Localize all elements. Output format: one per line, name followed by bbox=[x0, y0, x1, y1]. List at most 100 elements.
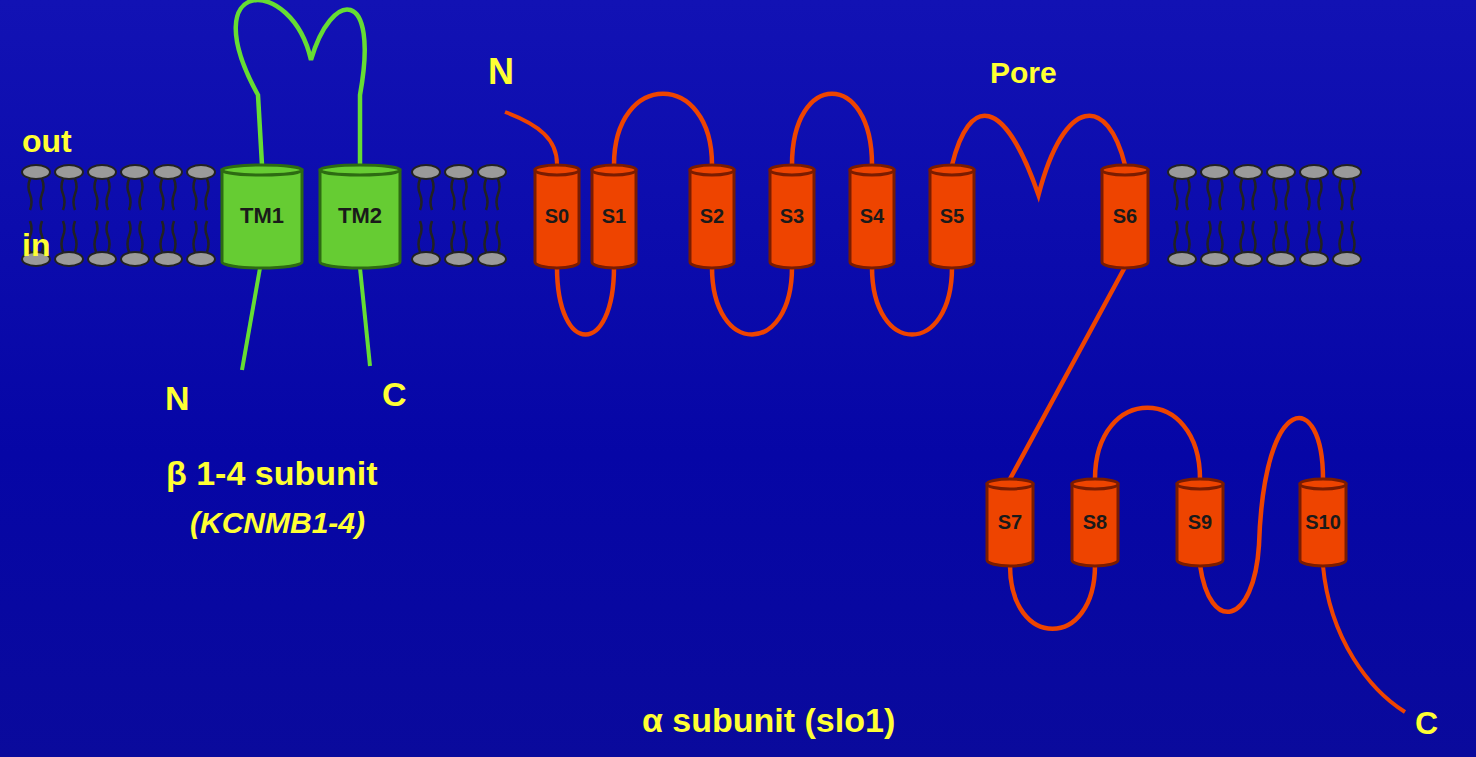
lipid-tail bbox=[419, 221, 422, 252]
lipid-tail bbox=[452, 179, 455, 210]
lipid-tail bbox=[1220, 179, 1223, 210]
lipid-head bbox=[1333, 165, 1361, 179]
cylinder-top bbox=[320, 165, 400, 175]
lipid-tail bbox=[1307, 179, 1310, 210]
cylinder-body bbox=[1102, 170, 1148, 268]
loop-connector bbox=[1095, 408, 1200, 479]
lipid-tail bbox=[1187, 179, 1190, 210]
terminus-label: N bbox=[488, 52, 514, 92]
lipid-tail bbox=[1187, 221, 1190, 252]
lipid-tail bbox=[62, 179, 65, 210]
cylinder-top bbox=[987, 479, 1033, 489]
lipid-tail bbox=[194, 221, 197, 252]
cylinder-top bbox=[1072, 479, 1118, 489]
helix-segment: S6 bbox=[1100, 164, 1150, 268]
lipid-tail bbox=[1340, 179, 1343, 210]
cylinder-body bbox=[690, 170, 734, 268]
segment-label: S7 bbox=[998, 511, 1022, 534]
lipid-tail bbox=[464, 221, 467, 252]
cylinder-body bbox=[320, 170, 400, 268]
cylinder-body bbox=[222, 170, 302, 268]
lipid-tail bbox=[1241, 221, 1244, 252]
cylinder-body bbox=[930, 170, 974, 268]
lipid-head bbox=[154, 252, 182, 266]
cylinder-body bbox=[592, 170, 636, 268]
lipid-tail bbox=[1220, 221, 1223, 252]
helix-segment: TM2 bbox=[318, 164, 402, 268]
lipid-tail bbox=[173, 221, 176, 252]
cylinder-top bbox=[1102, 165, 1148, 175]
loop-connector bbox=[952, 116, 1125, 195]
lipid-tail bbox=[1175, 221, 1178, 252]
lipid-head bbox=[121, 252, 149, 266]
lipid-tail bbox=[431, 221, 434, 252]
segment-label: S0 bbox=[545, 205, 569, 228]
region-label: Pore bbox=[990, 56, 1057, 89]
lipid-head bbox=[1201, 165, 1229, 179]
terminus-label: C bbox=[1415, 706, 1438, 741]
lipid-head bbox=[1234, 252, 1262, 266]
segment-label: S4 bbox=[860, 205, 884, 228]
cylinder-body bbox=[1072, 484, 1118, 566]
segment-label: S6 bbox=[1113, 205, 1137, 228]
c-terminus-tail bbox=[1323, 566, 1405, 712]
lipid-head bbox=[1300, 165, 1328, 179]
lipid-head bbox=[1267, 165, 1295, 179]
lipid-tail bbox=[140, 179, 143, 210]
loop-connector bbox=[792, 94, 872, 165]
lipid-tail bbox=[452, 221, 455, 252]
lipid-tail bbox=[206, 221, 209, 252]
lipid-tail bbox=[1319, 179, 1322, 210]
lipid-tail bbox=[1274, 179, 1277, 210]
lipid-tail bbox=[107, 221, 110, 252]
lipid-tail bbox=[485, 221, 488, 252]
lipid-tail bbox=[1286, 179, 1289, 210]
lipid-tail bbox=[1286, 221, 1289, 252]
lipid-tail bbox=[1208, 221, 1211, 252]
lipid-head bbox=[445, 252, 473, 266]
lipid-tail bbox=[128, 179, 131, 210]
lipid-tail bbox=[95, 179, 98, 210]
segment-label: S9 bbox=[1188, 511, 1212, 534]
lipid-head bbox=[412, 165, 440, 179]
helix-segment: S1 bbox=[590, 164, 638, 268]
lipid-head bbox=[1234, 165, 1262, 179]
segment-label: S2 bbox=[700, 205, 724, 228]
lipid-tail bbox=[29, 179, 32, 210]
lipid-tail bbox=[173, 179, 176, 210]
loop-connector bbox=[557, 267, 614, 335]
helix-segment: S0 bbox=[533, 164, 581, 268]
lipid-head bbox=[187, 252, 215, 266]
lipid-tail bbox=[1307, 221, 1310, 252]
cylinder-body bbox=[535, 170, 579, 268]
cylinder-top bbox=[535, 165, 579, 175]
lipid-head bbox=[1267, 252, 1295, 266]
segment-label: S1 bbox=[602, 205, 626, 228]
lipid-tail bbox=[161, 179, 164, 210]
lipid-head bbox=[412, 252, 440, 266]
cylinder-body bbox=[770, 170, 814, 268]
lipid-head bbox=[187, 165, 215, 179]
loop-connector bbox=[872, 267, 952, 335]
terminus-label: C bbox=[382, 376, 407, 413]
lipid-head bbox=[478, 165, 506, 179]
segment-label: S5 bbox=[940, 205, 964, 228]
lipid-tail bbox=[107, 179, 110, 210]
lipid-tail bbox=[1175, 179, 1178, 210]
lipid-tail bbox=[1274, 221, 1277, 252]
lipid-tail bbox=[1352, 221, 1355, 252]
lipid-tail bbox=[485, 179, 488, 210]
segment-label: S8 bbox=[1083, 511, 1107, 534]
lipid-head bbox=[121, 165, 149, 179]
lipid-tail bbox=[419, 179, 422, 210]
helix-segment: S10 bbox=[1298, 478, 1348, 566]
lipid-head bbox=[55, 252, 83, 266]
helix-segment: S4 bbox=[848, 164, 896, 268]
cylinder-body bbox=[987, 484, 1033, 566]
lipid-head bbox=[1201, 252, 1229, 266]
lipid-tail bbox=[1352, 179, 1355, 210]
cylinder-body bbox=[850, 170, 894, 268]
lipid-tail bbox=[464, 179, 467, 210]
